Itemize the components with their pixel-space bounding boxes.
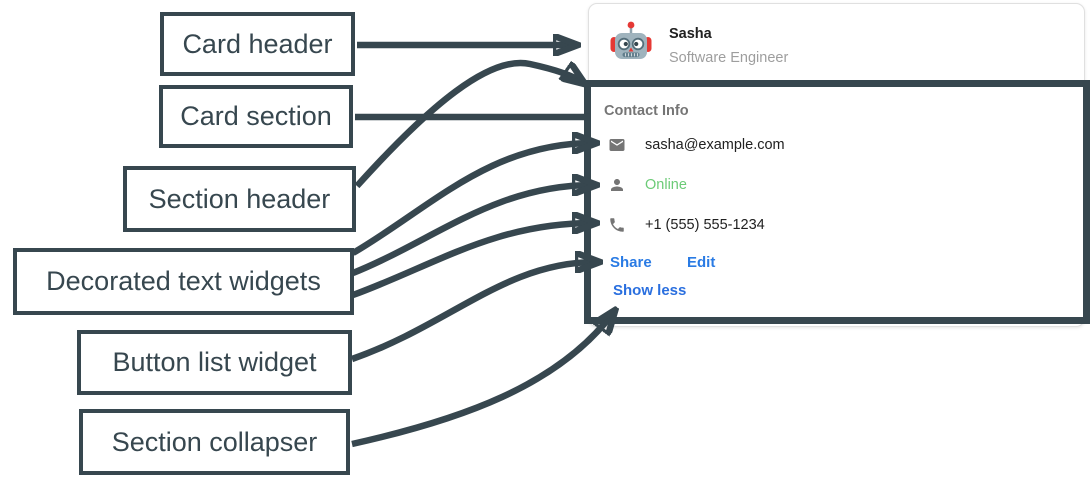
section-header-title: Contact Info xyxy=(604,103,689,119)
label-card-header: Card header xyxy=(160,12,355,76)
arrow-to-section-collapser xyxy=(351,313,613,448)
label-decorated-text-widgets: Decorated text widgets xyxy=(13,248,354,315)
card-header: Sasha Software Engineer xyxy=(589,4,1084,82)
status-text: Online xyxy=(645,177,687,193)
profile-card: Sasha Software Engineer Contact Info sas… xyxy=(588,3,1085,327)
edit-button[interactable]: Edit xyxy=(687,254,716,271)
arrow-to-phone-row xyxy=(351,223,593,299)
profile-role: Software Engineer xyxy=(669,50,789,66)
robot-avatar-icon xyxy=(610,21,652,59)
label-card-section: Card section xyxy=(159,85,353,148)
phone-text: +1 (555) 555-1234 xyxy=(645,217,765,233)
label-section-collapser: Section collapser xyxy=(79,409,350,475)
share-button[interactable]: Share xyxy=(610,254,652,271)
mail-icon xyxy=(609,139,625,151)
label-section-header: Section header xyxy=(123,166,356,232)
show-less-button[interactable]: Show less xyxy=(613,282,687,299)
profile-name: Sasha xyxy=(669,26,712,42)
email-text: sasha@example.com xyxy=(645,137,785,153)
arrow-to-section-header xyxy=(354,59,582,189)
arrow-to-button-list xyxy=(350,262,596,363)
arrow-to-email-row xyxy=(351,143,593,256)
arrow-to-status-row xyxy=(351,185,593,277)
label-button-list-widget: Button list widget xyxy=(77,330,352,395)
person-icon xyxy=(611,179,623,191)
phone-icon xyxy=(610,218,624,232)
